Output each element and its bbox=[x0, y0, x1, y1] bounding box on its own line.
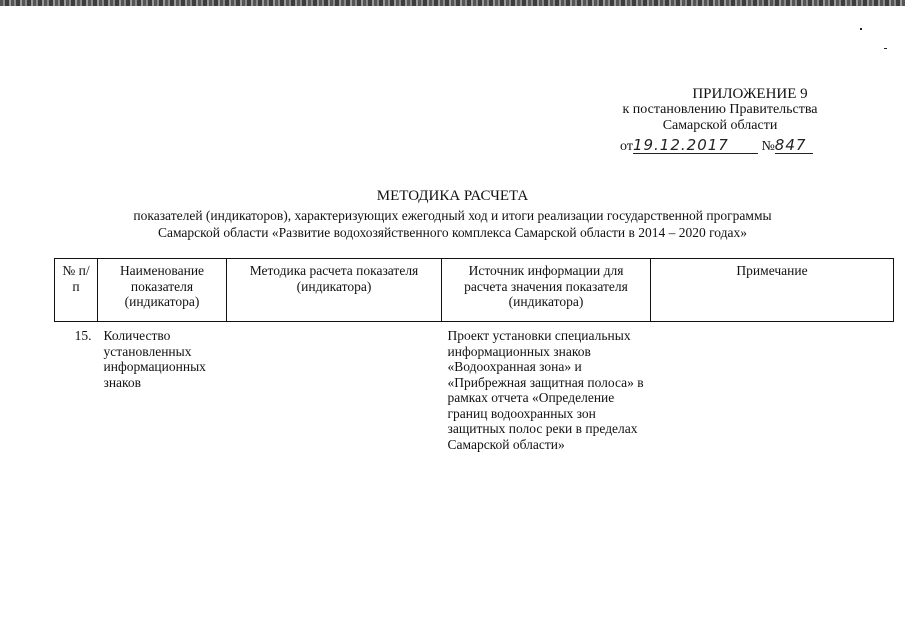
row-name: Количество установленных информационных … bbox=[103, 328, 206, 390]
number-prefix: № bbox=[761, 139, 775, 154]
scan-speck bbox=[884, 48, 887, 49]
row-note bbox=[651, 322, 894, 453]
header-method: Методика расчета показателя (индикатора) bbox=[226, 258, 442, 322]
row-num: 15. bbox=[74, 328, 92, 343]
table-header-row: № п/п Наименование показателя (индикатор… bbox=[54, 258, 894, 322]
handwritten-number: 847 bbox=[774, 137, 813, 154]
appendix-date-number: от19.12.2017 №847 bbox=[620, 137, 813, 155]
handwritten-date: 19.12.2017 bbox=[632, 137, 758, 154]
header-note: Примечание bbox=[650, 258, 894, 322]
appendix-line-1: к постановлению Правительства bbox=[622, 102, 818, 117]
appendix-block: ПРИЛОЖЕНИЕ 9 к постановлению Правительст… bbox=[560, 86, 880, 134]
table-row: 15. Количество установленных информацион… bbox=[55, 322, 894, 453]
header-num: № п/п bbox=[54, 258, 98, 322]
scan-edge bbox=[0, 0, 905, 6]
indicators-table: № п/п Наименование показателя (индикатор… bbox=[54, 258, 894, 452]
row-source: Проект установки специальных информацион… bbox=[447, 328, 644, 452]
document-title: МЕТОДИКА РАСЧЕТА bbox=[376, 188, 529, 204]
scan-speck bbox=[860, 28, 862, 30]
appendix-line-2: Самарской области bbox=[662, 118, 778, 133]
date-prefix: от bbox=[620, 139, 633, 154]
header-source: Источник информации для расчета значения… bbox=[441, 258, 651, 322]
subtitle-line-2: Самарской области «Развитие водохозяйств… bbox=[157, 225, 748, 240]
header-name: Наименование показателя (индикатора) bbox=[97, 258, 227, 322]
document-subtitle: показателей (индикаторов), характеризующ… bbox=[60, 207, 845, 241]
appendix-title: ПРИЛОЖЕНИЕ 9 bbox=[692, 86, 808, 102]
subtitle-line-1: показателей (индикаторов), характеризующ… bbox=[133, 208, 772, 223]
row-method bbox=[227, 322, 442, 453]
